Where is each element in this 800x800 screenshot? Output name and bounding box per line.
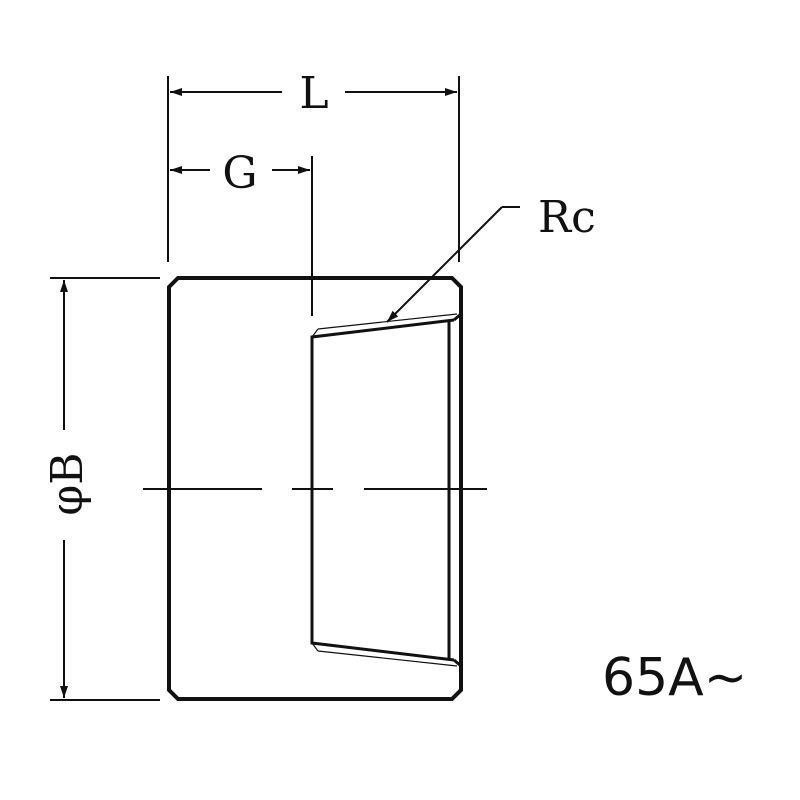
thread-start-bottom bbox=[311, 642, 319, 652]
thread-root-bottom bbox=[317, 650, 458, 667]
part-outline bbox=[167, 276, 463, 701]
dimension-b-label: φB bbox=[42, 452, 93, 515]
thread-leader bbox=[386, 206, 520, 323]
dimension-l-label: L bbox=[299, 68, 328, 119]
thread-start-top bbox=[311, 328, 319, 338]
thread-chamfer-bottom bbox=[453, 658, 462, 668]
thread-leader-line bbox=[386, 206, 503, 323]
thread-label: Rc bbox=[538, 192, 596, 243]
thread-chamfer-top bbox=[453, 312, 462, 322]
size-range-label: 65A~ bbox=[602, 648, 747, 708]
thread-root-top bbox=[317, 313, 458, 330]
dimension-g-label: G bbox=[222, 148, 257, 199]
extension-lines bbox=[50, 76, 460, 701]
